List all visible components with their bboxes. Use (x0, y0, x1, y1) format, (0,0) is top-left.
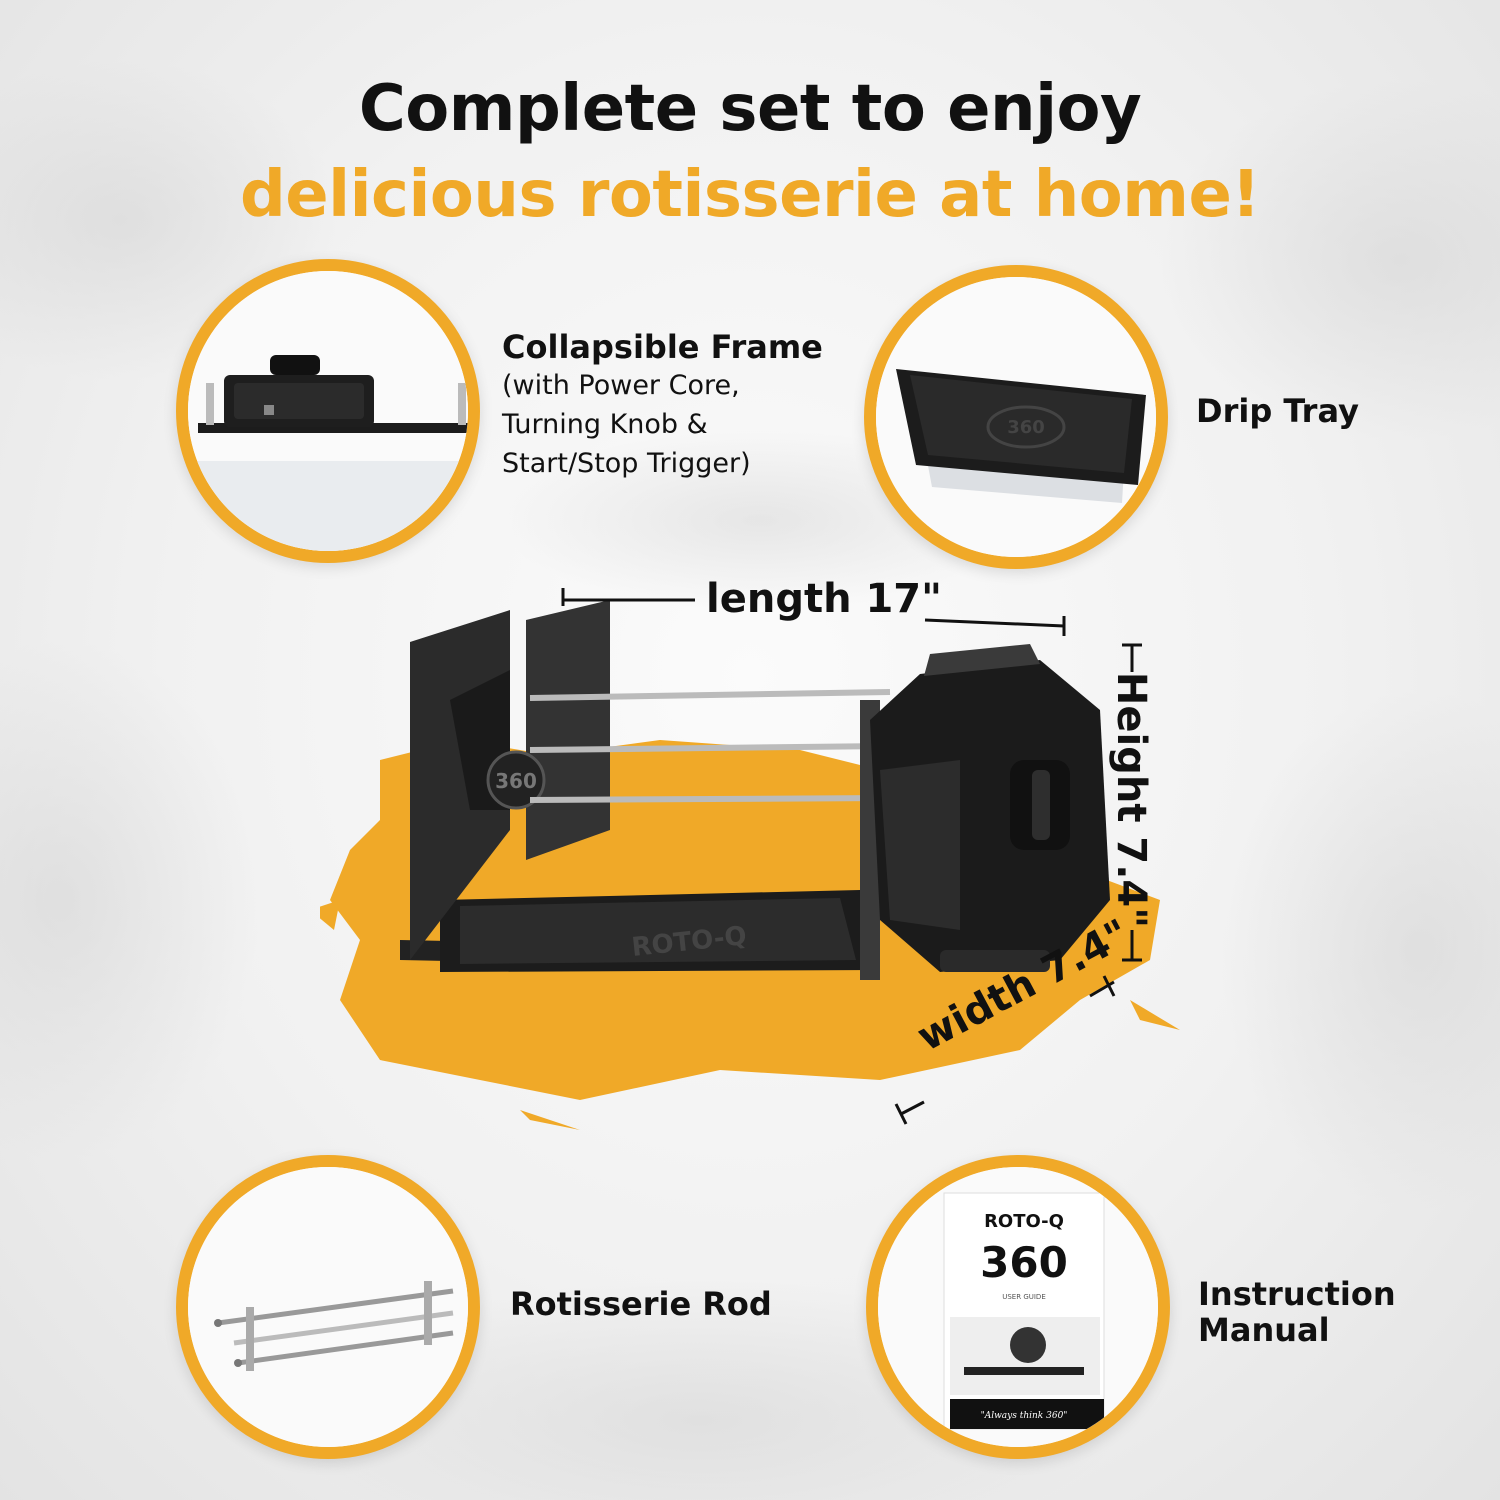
frame-label: Collapsible Frame (with Power Core, Turn… (502, 328, 823, 483)
rod-1 (529, 689, 891, 701)
tray-logo: 360 (1007, 417, 1045, 438)
manual-thumbnail: ROTO-Q 360 USER GUIDE "Always think 360" (866, 1155, 1170, 1459)
rod-3 (529, 795, 891, 803)
height-dimension: Height 7.4" (1108, 671, 1155, 929)
tray-thumbnail: 360 (864, 265, 1168, 569)
tray-label: Drip Tray (1196, 392, 1359, 430)
frame-title: Collapsible Frame (502, 328, 823, 366)
frame-illustration (188, 271, 468, 551)
rod-2 (529, 743, 891, 753)
manual-label: Instruction Manual (1198, 1276, 1396, 1348)
frame-details: (with Power Core, Turning Knob & Start/S… (502, 370, 751, 479)
headline-line-2: delicious rotisserie at home! (239, 158, 1261, 232)
rod-label: Rotisserie Rod (510, 1285, 772, 1323)
manual-illustration: ROTO-Q 360 USER GUIDE "Always think 360" (878, 1167, 1158, 1447)
manual-cover-tagline: "Always think 360" (981, 1411, 1068, 1421)
frame-thumbnail (176, 259, 480, 563)
manual-cover-brand: ROTO-Q (984, 1211, 1064, 1232)
rod-thumbnail (176, 1155, 480, 1459)
manual-cover-number: 360 (980, 1238, 1068, 1287)
length-dimension: length 17" (706, 576, 942, 622)
headline-line-1: Complete set to enjoy (358, 72, 1142, 146)
tray-title: Drip Tray (1196, 392, 1359, 430)
start-stop-trigger (940, 950, 1050, 972)
manual-title: Instruction Manual (1198, 1275, 1396, 1349)
center-stand (526, 600, 610, 860)
tray-illustration: 360 (876, 277, 1156, 557)
stand-logo (486, 750, 546, 810)
rotisserie-main-illustration: ROTO-Q 360 (320, 600, 1180, 1130)
svg-text:360: 360 (495, 769, 537, 793)
manual-cover-guide: USER GUIDE (1002, 1293, 1046, 1301)
rod-title: Rotisserie Rod (510, 1285, 772, 1323)
rod-illustration (188, 1167, 468, 1447)
